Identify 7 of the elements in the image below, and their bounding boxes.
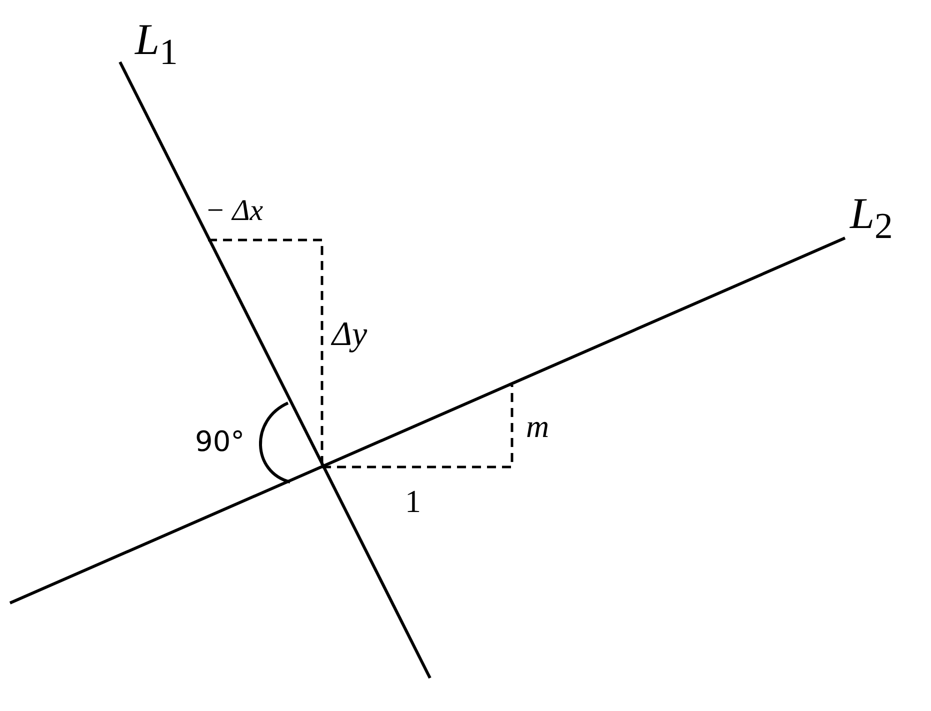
math-label: m (526, 410, 550, 442)
math-label: − Δx (205, 196, 264, 226)
math-label: Δy (332, 318, 368, 352)
math-label: 90° (195, 428, 245, 456)
math-label: L$_{1}$ (135, 18, 178, 70)
math-label: L$_{2}$ (850, 192, 893, 244)
math-label: 1 (405, 485, 421, 517)
